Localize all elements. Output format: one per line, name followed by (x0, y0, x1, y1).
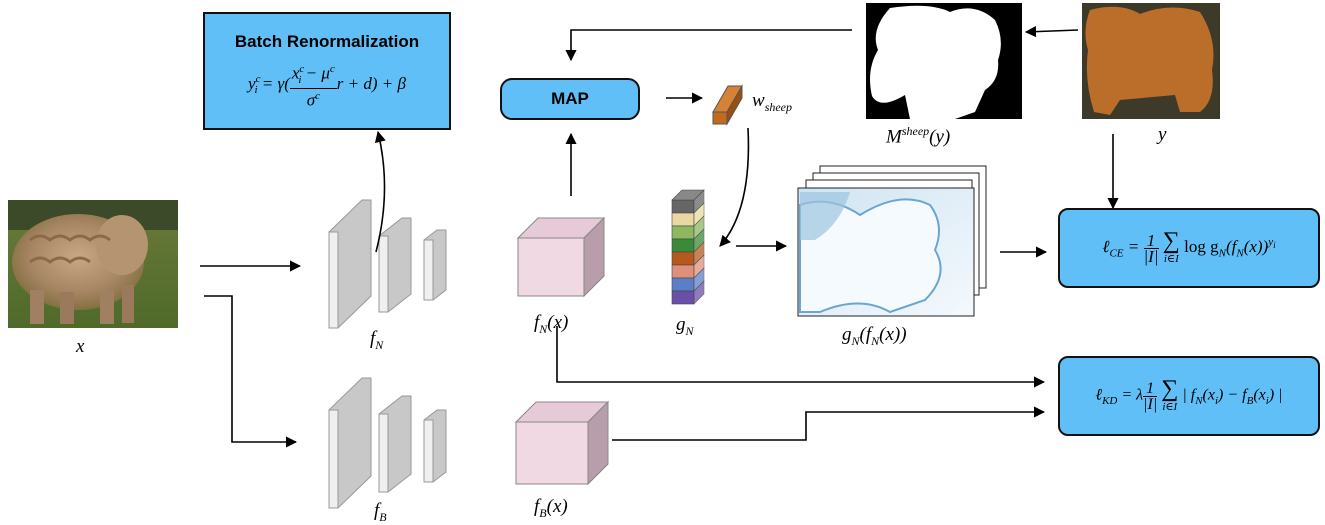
mask-image (866, 3, 1022, 119)
label-fn-x: fN(x) (534, 312, 569, 336)
network-fb (328, 377, 447, 509)
map-label: MAP (551, 89, 589, 108)
label-fb-x: fB(x) (534, 496, 568, 520)
loss-ce-box: ℓCE = 1|I| ∑i∈I log gN(fN(x))yi (1058, 208, 1320, 288)
gn-slab-front (671, 251, 695, 266)
gn-slab-front (671, 264, 695, 279)
cube-fb-x (514, 400, 610, 486)
map-box: MAP (500, 78, 640, 120)
gn-slab-front (671, 212, 695, 227)
label-w-sheep: wsheep (752, 90, 793, 114)
label-fb: fB (374, 500, 387, 524)
gn-slab-front (671, 277, 695, 292)
loss-ce-formula: ℓCE = 1|I| ∑i∈I log gN(fN(x))yi (1102, 228, 1276, 266)
network-fn (328, 199, 447, 329)
gn-slab-side (693, 280, 705, 305)
gn-slab-front (671, 238, 695, 253)
gn-slab-front (671, 199, 695, 214)
label-image-y (1082, 3, 1220, 119)
heatmap-stack (797, 165, 987, 317)
batch-renorm-title: Batch Renormalization (234, 32, 420, 51)
label-fn: fN (370, 328, 384, 352)
gn-slab-front (671, 290, 695, 305)
w-sheep-vector (712, 84, 743, 126)
label-m-sheep: Msheep(y) (886, 124, 951, 148)
label-y: y (1158, 124, 1167, 145)
label-gn-fn-x: gN(fN(x)) (842, 324, 907, 348)
connectors (200, 26, 1119, 448)
gn-classifier-stack (671, 189, 705, 305)
cube-fn-x (516, 216, 606, 298)
gn-slab-front (671, 225, 695, 240)
label-gn: gN (676, 314, 694, 338)
input-image-x (8, 200, 178, 328)
label-x: x (76, 336, 85, 357)
gn-slab-top (671, 189, 705, 201)
